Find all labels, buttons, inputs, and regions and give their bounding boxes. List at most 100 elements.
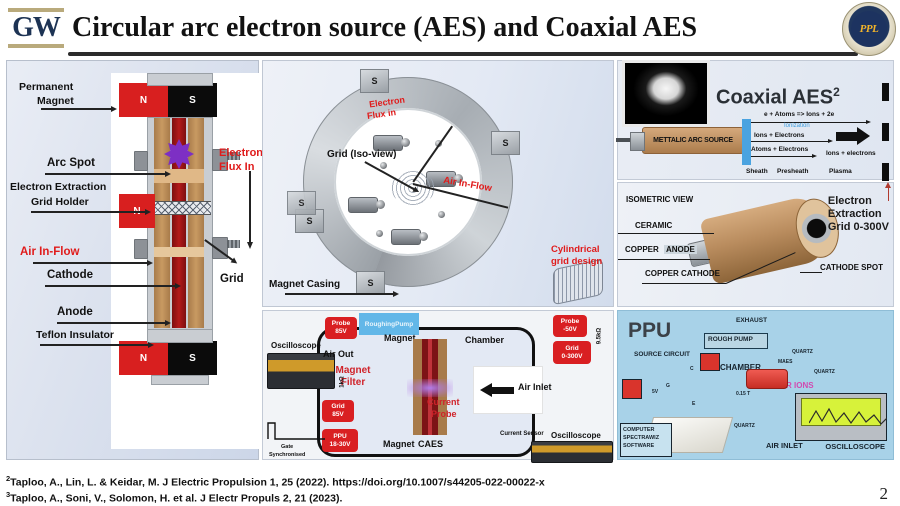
computer-line3: SOFTWARE xyxy=(623,443,655,449)
label-isometric-view: ISOMETRIC VIEW xyxy=(626,195,694,204)
permanent-magnet-bottom: N S xyxy=(119,341,217,375)
label-electron-flux-line1: Electron xyxy=(219,147,264,159)
ppu-line2: 18-30V xyxy=(329,440,351,448)
rough-pump-box xyxy=(704,333,768,349)
citation-2-superscript: 2 xyxy=(6,474,11,483)
label-ionization-reaction: e + Atoms => Ions + 2e xyxy=(764,111,835,118)
label-node-c: C xyxy=(690,366,694,372)
magnet-north-pole-top: N xyxy=(119,83,168,117)
ppl-logo-text: PPL xyxy=(859,23,879,35)
plasma-flow-arrow xyxy=(836,127,870,145)
magnet-filter-line1: Magnet xyxy=(335,365,371,376)
label-air-ions: AIR IONS xyxy=(778,381,814,390)
label-magnet-top: Magnet xyxy=(384,333,416,343)
extraction-grid-mesh xyxy=(147,201,211,215)
hole-lower-left xyxy=(376,230,383,237)
bolt-left-lower xyxy=(134,239,148,259)
label-cathode-spot: CATHODE SPOT xyxy=(820,263,883,272)
sheath-boundary-bar xyxy=(742,119,751,165)
label-chamber: Chamber xyxy=(465,335,505,345)
gw-logo-text: GW xyxy=(12,12,61,43)
label-current-sensor: Current Sensor xyxy=(500,431,544,437)
label-field-strength: 0.15 T xyxy=(736,391,751,397)
ions-electrons-arrow xyxy=(751,138,833,144)
label-arc-spot: Arc Spot xyxy=(47,157,95,169)
oscilloscope-right-device xyxy=(531,441,613,463)
hole-upper-left xyxy=(380,162,387,169)
maes-source-block xyxy=(746,369,788,389)
label-magnet-bottom: Magnet xyxy=(383,439,415,449)
label-region-sheath: Sheath xyxy=(746,168,768,175)
label-copper: COPPER xyxy=(625,245,659,254)
roughing-pump-block: Roughing Pump xyxy=(359,313,419,335)
air-inlet-region xyxy=(473,366,543,414)
label-ppu-oscilloscope: OSCILLOSCOPE xyxy=(825,442,885,451)
arc-source-stem xyxy=(616,138,631,142)
label-resistor-1k: 1kΩ xyxy=(339,376,346,388)
oscilloscope-left-device xyxy=(267,353,335,389)
magnet-block-right: S xyxy=(491,131,520,155)
coaxial-source-cylinder xyxy=(686,191,845,290)
coaxial-aes-citation-sup: 2 xyxy=(833,85,840,99)
ppu-oscilloscope xyxy=(795,393,887,441)
coaxial-aes-title-text: Coaxial AES xyxy=(716,86,834,109)
ppu-supply-block-left xyxy=(622,379,642,399)
cross-section-panel: N S N N S Permanent Magnet xyxy=(6,60,263,460)
bolt-thread-upper xyxy=(227,152,240,160)
label-maes: MAES xyxy=(778,359,793,365)
magnet-filter-line2: Filter xyxy=(340,377,366,388)
label-anode: Anode xyxy=(57,306,93,318)
probe-50v-line1: Probe xyxy=(560,318,580,325)
label-node-e: E xyxy=(692,401,696,407)
bolt-right-upper xyxy=(212,149,240,171)
iso-view-panel: S S S S S Electron Flux in Grid (Iso-vie… xyxy=(262,60,614,307)
leader-anode-iso xyxy=(618,259,710,261)
electron-extraction-grid-label: Electron Extraction Grid 0-300V xyxy=(828,195,889,234)
citation-2-text: Taploo, A., Lin, L. & Keidar, M. J Elect… xyxy=(10,476,545,489)
citation-2: 2Taploo, A., Lin, L. & Keidar, M. J Elec… xyxy=(6,474,545,489)
label-caes: CAES xyxy=(418,439,444,449)
label-rough-pump: ROUGH PUMP xyxy=(708,336,753,343)
label-region-presheath: Presheath xyxy=(777,168,809,175)
probe-85v-line1: Probe xyxy=(331,320,351,327)
magnet-north-pole-bottom: N xyxy=(119,341,168,375)
leader-magnet-casing xyxy=(285,291,399,296)
label-atoms-electrons: Atoms + Electrons xyxy=(751,146,809,153)
magnet-block-bottom: S xyxy=(356,271,385,295)
slide-footer: 2Taploo, A., Lin, L. & Keidar, M. J Elec… xyxy=(0,470,900,506)
ppu-title: PPU xyxy=(628,319,672,342)
hole-lower-right xyxy=(438,211,445,218)
edge-bar-top xyxy=(882,83,889,101)
bolt-thread-lower xyxy=(227,240,240,248)
probe-50v-line2: -50V xyxy=(563,326,577,333)
plasma-arrow-shaft xyxy=(836,132,858,141)
label-air-out: Air Out xyxy=(323,349,354,359)
isometric-view-panel: ISOMETRIC VIEW CERAMIC COPPER ANODE COPP… xyxy=(617,182,894,307)
leader-air-inflow xyxy=(33,260,153,265)
air-inlet-arrow-shaft xyxy=(492,387,514,394)
permanent-magnet-top: N S xyxy=(119,83,217,117)
label-oscilloscope-left: Oscilloscope xyxy=(271,341,321,350)
experimental-setup-panel: Roughing Pump Oscilloscope Air Out Magne… xyxy=(262,310,614,463)
label-electron-flux-line2: Flux In xyxy=(219,161,255,173)
label-oscilloscope-right: Oscilloscope xyxy=(551,431,601,440)
label-exhaust: EXHAUST xyxy=(736,317,768,324)
label-resistor-9-5k: 9.5kΩ xyxy=(596,327,603,345)
label-source-circuit: SOURCE CIRCUIT xyxy=(634,351,690,358)
ppu-supply-block-mid xyxy=(700,353,720,371)
extraction-line1: Electron xyxy=(827,195,872,207)
magnet-south-pole-bottom: S xyxy=(168,341,217,375)
leader-ceramic xyxy=(618,233,714,235)
label-current-probe-line2: Probe xyxy=(431,409,457,419)
atoms-electrons-arrow xyxy=(751,153,817,159)
title-divider xyxy=(68,52,858,56)
leader-grid-holder xyxy=(31,209,151,214)
label-gate-line1: Gate xyxy=(281,444,294,450)
plasma-arrow-head xyxy=(857,127,870,145)
label-cylindrical-grid-line1: Cylindrical xyxy=(551,244,600,255)
arc-discharge-photo xyxy=(622,60,710,127)
label-node-g: G xyxy=(666,383,670,389)
label-chamber-ppu: CHAMBER xyxy=(720,363,761,372)
gate-sync-waveform xyxy=(267,419,327,445)
leader-copper-cathode xyxy=(642,283,726,285)
